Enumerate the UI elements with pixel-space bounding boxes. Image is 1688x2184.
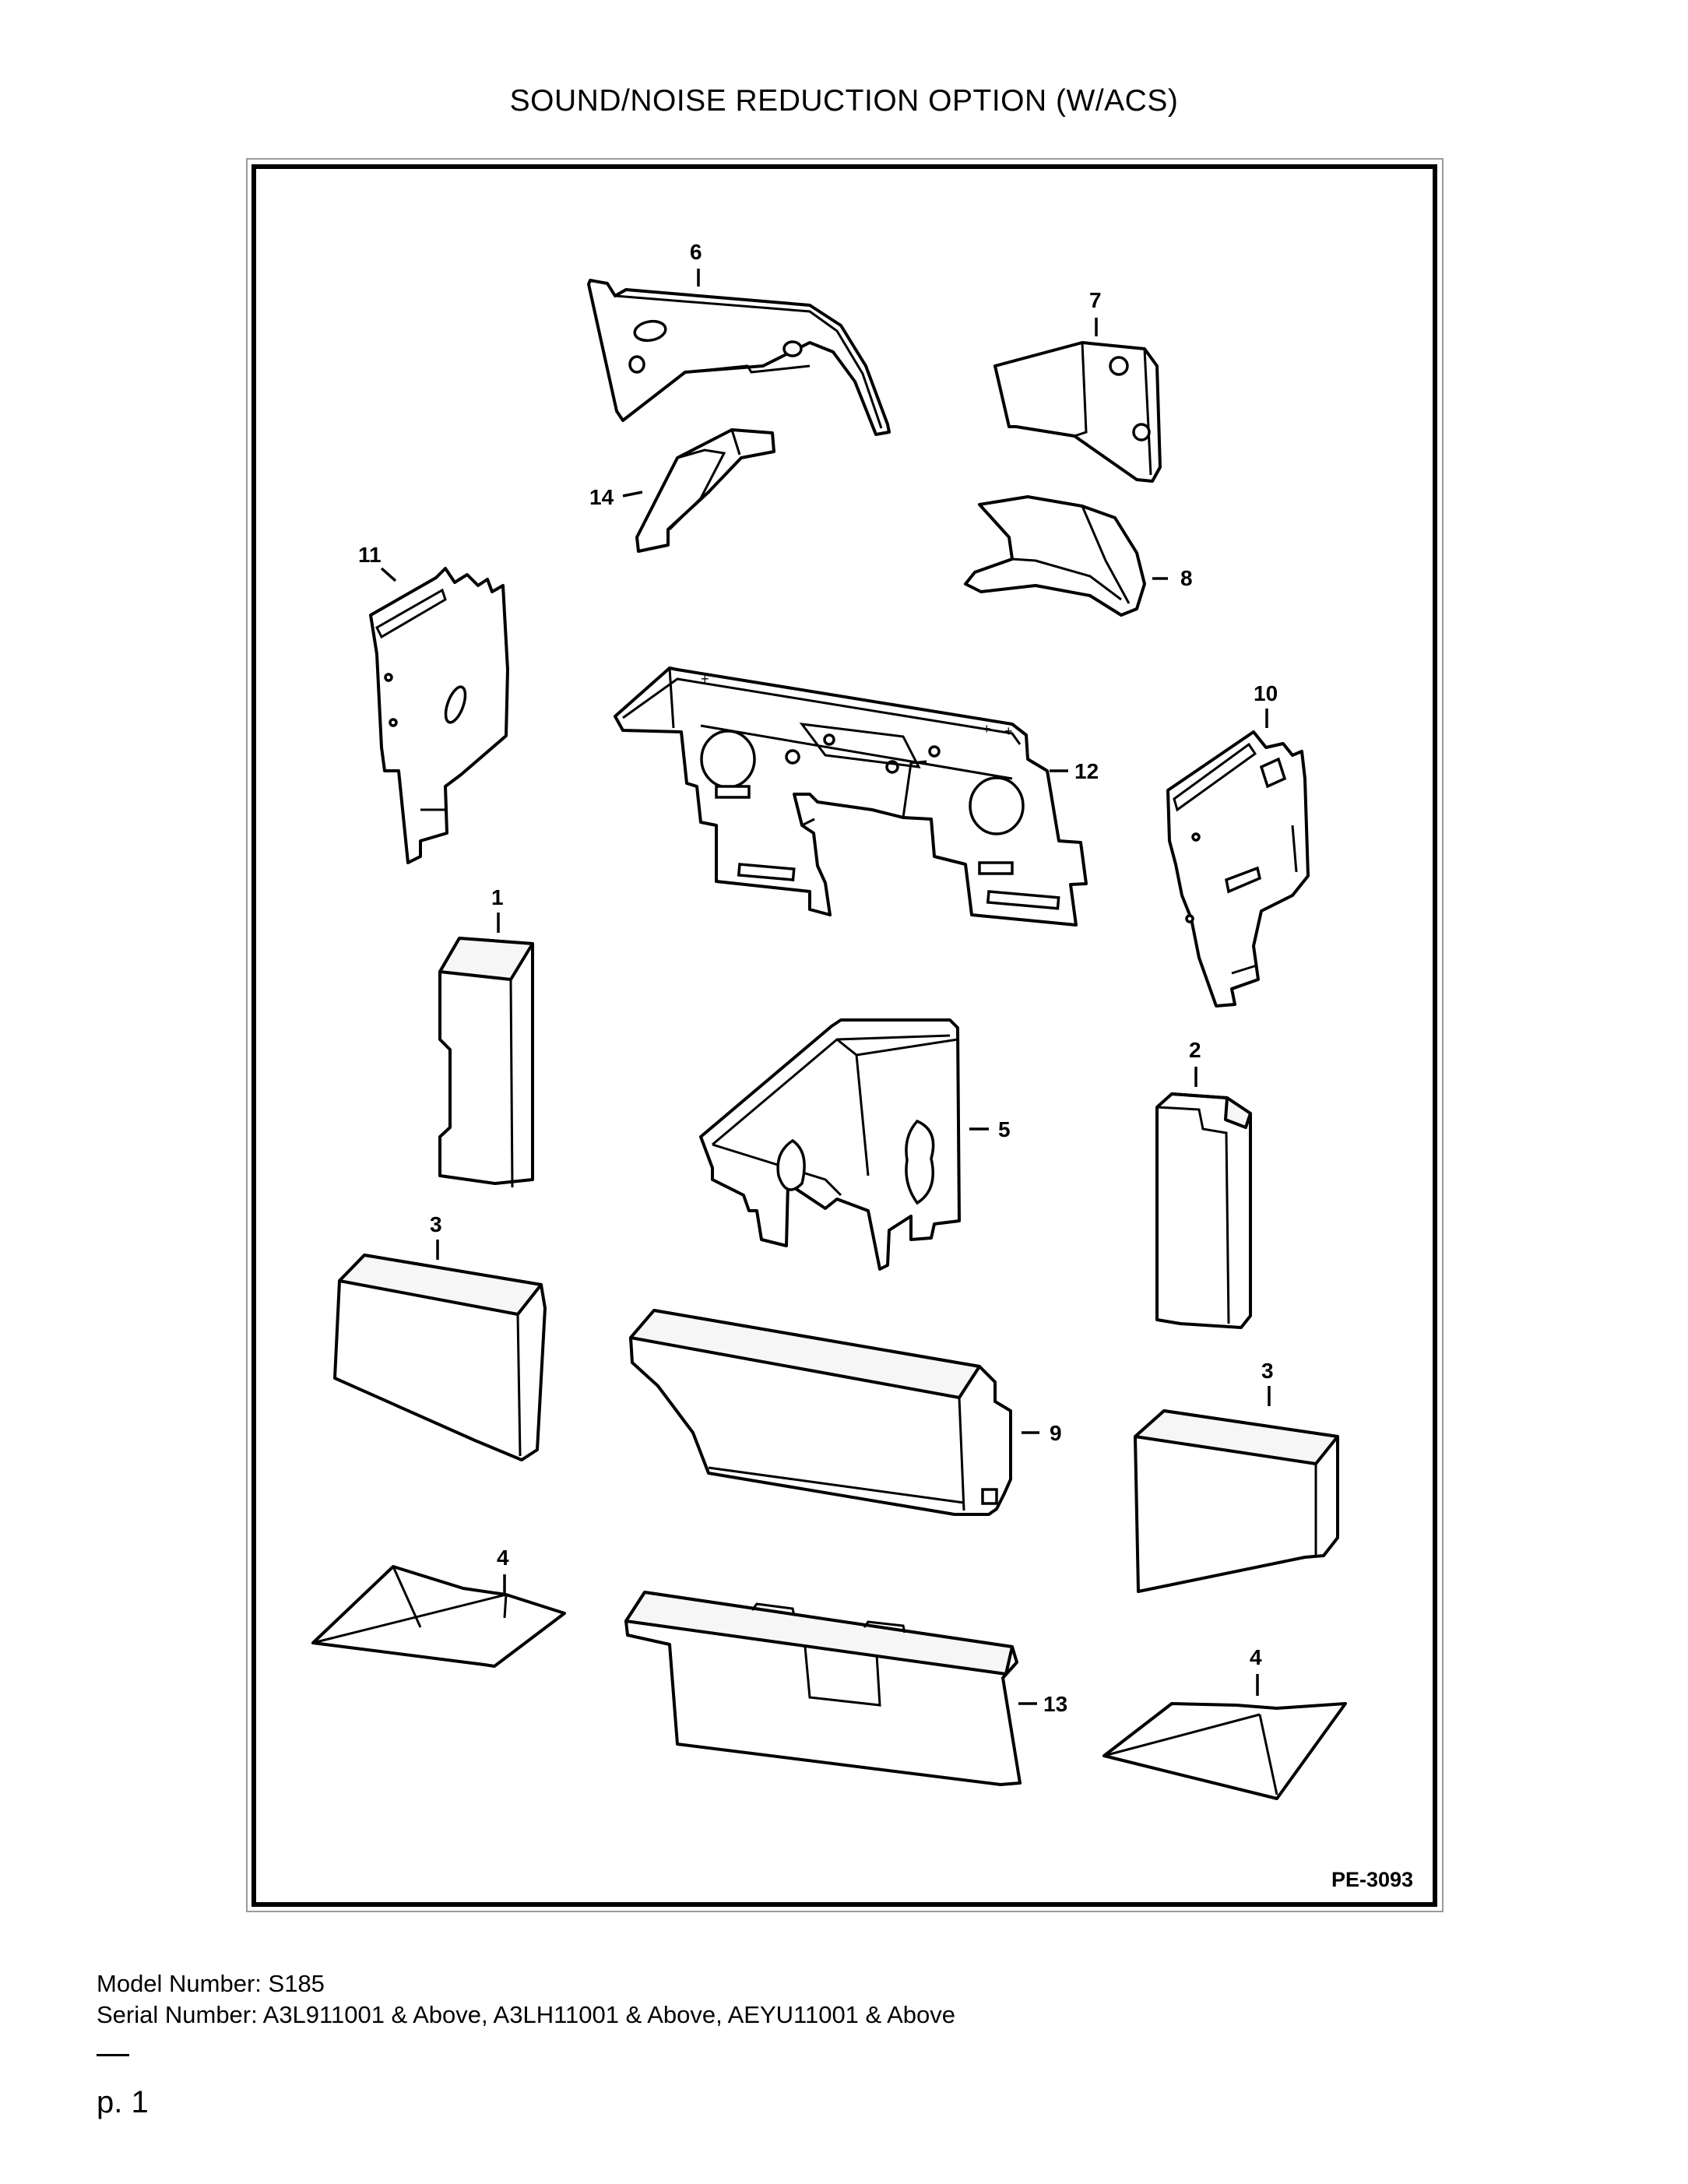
page-number: p. 1 bbox=[97, 2085, 149, 2119]
part-2 bbox=[1155, 1092, 1252, 1329]
callout-2: 2 bbox=[1189, 1038, 1201, 1062]
diagram-frame-outer bbox=[246, 158, 1444, 1912]
callout-3b: 3 bbox=[1261, 1359, 1274, 1383]
part-4-right bbox=[1102, 1702, 1347, 1800]
callout-12: 12 bbox=[1074, 759, 1099, 783]
callout-8: 8 bbox=[1180, 566, 1193, 590]
callout-14: 14 bbox=[589, 485, 614, 509]
part-10 bbox=[1166, 730, 1310, 1008]
svg-text:+: + bbox=[701, 671, 709, 687]
svg-text:+: + bbox=[983, 721, 991, 737]
diagram-frame bbox=[251, 164, 1437, 1907]
part-3-left bbox=[333, 1254, 547, 1461]
svg-text:+: + bbox=[1004, 723, 1013, 739]
callout-11: 11 bbox=[358, 543, 382, 567]
part-3-right bbox=[1134, 1409, 1339, 1593]
part-12: + + + bbox=[614, 666, 1088, 927]
callout-10: 10 bbox=[1254, 681, 1278, 705]
callout-9: 9 bbox=[1050, 1421, 1062, 1445]
callout-3a: 3 bbox=[430, 1212, 442, 1236]
leader-14 bbox=[622, 491, 643, 498]
part-8 bbox=[964, 495, 1146, 617]
part-11 bbox=[369, 567, 509, 864]
page-rule bbox=[97, 2054, 129, 2056]
part-13 bbox=[624, 1591, 1022, 1786]
figure-reference: PE-3093 bbox=[1331, 1868, 1413, 1891]
part-5 bbox=[699, 1018, 961, 1271]
serial-number: Serial Number: A3L911001 & Above, A3LH11… bbox=[97, 2001, 956, 2028]
callout-4a: 4 bbox=[497, 1546, 509, 1570]
page-title: SOUND/NOISE REDUCTION OPTION (W/ACS) bbox=[509, 84, 1179, 118]
callout-5: 5 bbox=[998, 1117, 1011, 1141]
part-4-left bbox=[311, 1565, 566, 1668]
leader-11 bbox=[380, 567, 397, 582]
callout-13: 13 bbox=[1043, 1692, 1067, 1716]
callout-6: 6 bbox=[690, 240, 702, 264]
callout-7: 7 bbox=[1089, 288, 1102, 312]
callout-1: 1 bbox=[491, 885, 504, 909]
part-7 bbox=[993, 341, 1162, 483]
part-14 bbox=[635, 428, 775, 553]
callout-4b: 4 bbox=[1250, 1645, 1262, 1669]
model-number: Model Number: S185 bbox=[97, 1970, 325, 1997]
part-1 bbox=[438, 937, 534, 1188]
part-9 bbox=[629, 1309, 1012, 1516]
part-6 bbox=[587, 279, 891, 436]
